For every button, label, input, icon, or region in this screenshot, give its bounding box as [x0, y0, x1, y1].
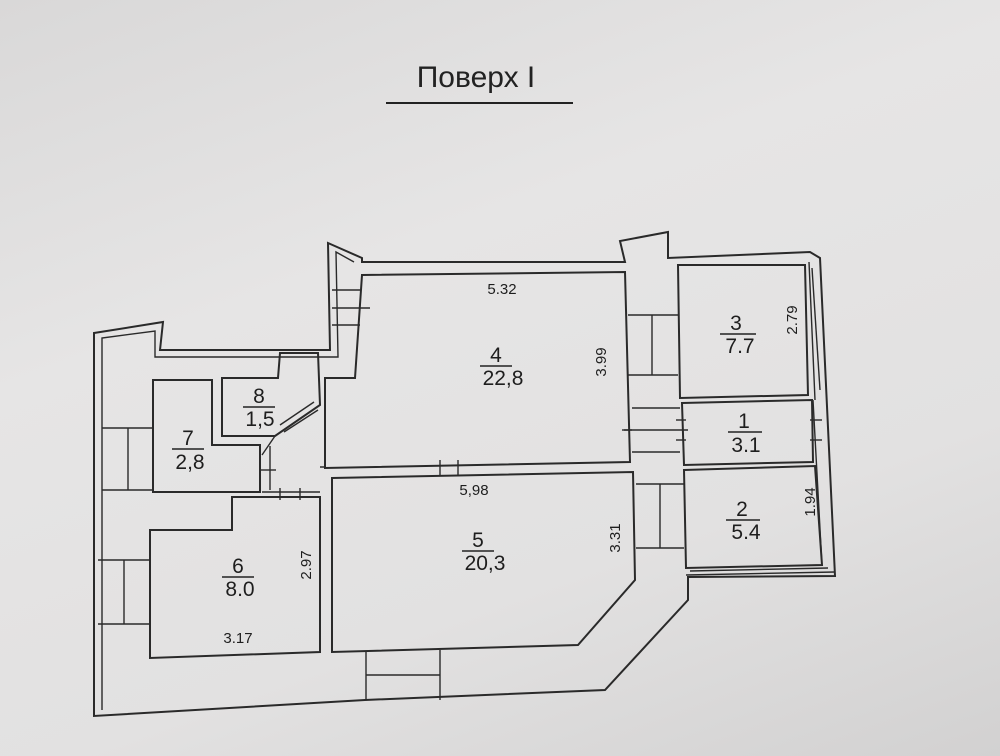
room-label-5: 5 20,3 — [462, 529, 505, 575]
room-area: 8.0 — [225, 578, 254, 601]
room-6-outline — [149, 496, 321, 660]
room-4-outline — [324, 270, 632, 470]
dim-room2-depth: 1.94 — [802, 487, 819, 516]
room-number: 4 — [490, 344, 502, 367]
room-number: 5 — [472, 529, 484, 552]
room-area: 20,3 — [465, 552, 506, 575]
window-right-1 — [628, 314, 678, 376]
room-number: 3 — [730, 312, 742, 335]
room-area: 3.1 — [731, 434, 760, 457]
room-1-outline — [680, 398, 815, 467]
window-right-3 — [636, 483, 684, 549]
dim-room4-width: 5.32 — [487, 281, 516, 298]
bay-window — [685, 267, 836, 576]
room-area: 7.7 — [725, 335, 754, 358]
dim-room4-depth: 3.99 — [593, 347, 610, 376]
room-area: 2,8 — [175, 451, 204, 474]
outer-wall-inner — [101, 250, 355, 710]
window-bottom — [365, 650, 441, 700]
room-area: 5.4 — [731, 521, 761, 544]
dim-room3-depth: 2.79 — [784, 305, 801, 334]
window-top — [332, 289, 370, 326]
window-left-2 — [98, 559, 150, 625]
room-label-8: 8 1,5 — [243, 385, 275, 431]
room-label-2: 2 5.4 — [726, 498, 761, 544]
room-number: 1 — [738, 410, 750, 433]
room-7-outline — [152, 379, 261, 493]
door-marks — [260, 401, 822, 500]
room-number: 7 — [182, 427, 194, 450]
dim-room6-depth: 2.97 — [298, 550, 315, 579]
room-label-4: 4 22,8 — [480, 344, 523, 390]
dim-room6-width: 3.17 — [223, 630, 252, 647]
room-label-6: 6 8.0 — [222, 555, 255, 601]
room-3-outline — [676, 264, 810, 400]
room-label-1: 1 3.1 — [728, 410, 762, 457]
window-right-2 — [624, 407, 688, 453]
room-label-3: 3 7.7 — [720, 312, 756, 358]
room-number: 6 — [232, 555, 244, 578]
dim-room5-width: 5,98 — [459, 482, 488, 499]
floor-title: Поверх I — [417, 61, 536, 94]
room-8-outline — [221, 352, 322, 437]
window-left-1 — [102, 427, 153, 491]
bay-wall — [808, 261, 823, 567]
room-area: 1,5 — [245, 408, 274, 431]
room-number: 2 — [736, 498, 748, 521]
room-5-outline — [331, 470, 637, 654]
room-number: 8 — [253, 385, 265, 408]
dim-room5-depth: 3.31 — [607, 523, 624, 552]
outer-wall — [93, 230, 837, 718]
corridor-wall — [261, 435, 325, 493]
room-label-7: 7 2,8 — [172, 427, 205, 474]
room-area: 22,8 — [483, 367, 524, 390]
